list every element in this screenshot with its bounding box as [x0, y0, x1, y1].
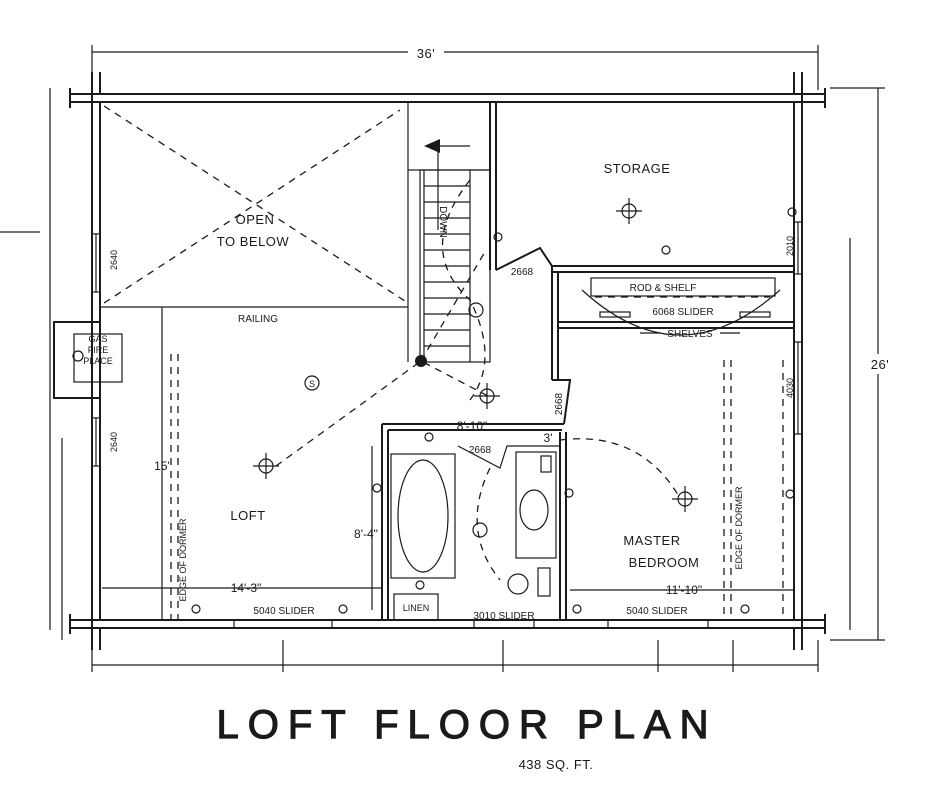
linen-label: LINEN	[403, 603, 430, 613]
dim-loft-depth: 15'	[154, 459, 170, 473]
left-windows: 2640 2640	[91, 233, 119, 467]
room-labels: STORAGE LOFT MASTER BEDROOM	[230, 161, 700, 570]
storage-label: STORAGE	[604, 161, 671, 176]
door-labels: 2668 2668 2668	[469, 267, 681, 499]
plan-area: 438 SQ. FT.	[519, 757, 594, 772]
bathroom: LINEN	[390, 451, 557, 621]
window-4030: 4030	[785, 378, 795, 398]
door-2668-bedroom: 2668	[554, 392, 565, 415]
open-to-below: OPEN TO BELOW RAILING	[100, 105, 409, 325]
shelves-label: SHELVES	[667, 329, 713, 340]
dim-three: 3'	[544, 431, 553, 445]
rod-shelf-label: ROD & SHELF	[630, 283, 697, 294]
dormer-right-label: EDGE OF DORMER	[734, 486, 744, 570]
window-2640-top: 2640	[109, 250, 119, 270]
plan-title: LOFT FLOOR PLAN	[216, 703, 717, 747]
stair-down-label: DOWN	[437, 206, 448, 238]
window-2010: 2010	[785, 236, 795, 256]
dim-bath-width: 8'-10"	[457, 419, 488, 433]
fireplace-label-1: GAS	[88, 334, 107, 344]
electrical: S	[191, 198, 797, 614]
fireplace-label-3: PLACE	[83, 356, 113, 366]
dimension-lines	[0, 45, 885, 672]
dim-bath-depth: 8'-4"	[354, 527, 378, 541]
slider-3010: 3010 SLIDER	[473, 611, 534, 622]
slider-5040-right: 5040 SLIDER	[626, 606, 687, 617]
staircase: DOWN	[407, 101, 491, 401]
master-label-2: BEDROOM	[629, 555, 700, 570]
right-windows: 2010 4030	[785, 221, 803, 435]
dim-loft-width: 14'-3"	[231, 581, 262, 595]
gas-fireplace: GAS FIRE PLACE	[53, 321, 123, 399]
master-label-1: MASTER	[623, 533, 680, 548]
bottom-sliders: 5040 SLIDER 3010 SLIDER 5040 SLIDER	[233, 606, 709, 629]
open-label-1: OPEN	[236, 212, 275, 227]
open-label-2: TO BELOW	[217, 234, 290, 249]
interior-dimensions: 8'-10" 8'-4" 14'-3" 11'-10" 15' 3'	[102, 419, 794, 610]
dormer-left-label: EDGE OF DORMER	[178, 518, 188, 602]
interior-walls	[381, 102, 794, 620]
loft-label: LOFT	[230, 508, 265, 523]
dim-overall-depth: 26'	[871, 357, 889, 372]
closet: ROD & SHELF 6068 SLIDER SHELVES	[581, 277, 781, 340]
door-2668-bath: 2668	[469, 445, 492, 456]
railing-label: RAILING	[238, 314, 278, 325]
fireplace-label-2: FIRE	[88, 345, 109, 355]
door-2668-stair: 2668	[511, 267, 534, 278]
smoke-detector-label: S	[309, 379, 315, 389]
dim-overall-width: 36'	[417, 46, 435, 61]
dormers: EDGE OF DORMER EDGE OF DORMER	[161, 307, 784, 620]
dim-bedroom-width: 11'-10"	[666, 583, 702, 597]
slider-5040-left: 5040 SLIDER	[253, 606, 314, 617]
window-2640-bottom: 2640	[109, 432, 119, 452]
slider-6068-label: 6068 SLIDER	[652, 307, 713, 318]
